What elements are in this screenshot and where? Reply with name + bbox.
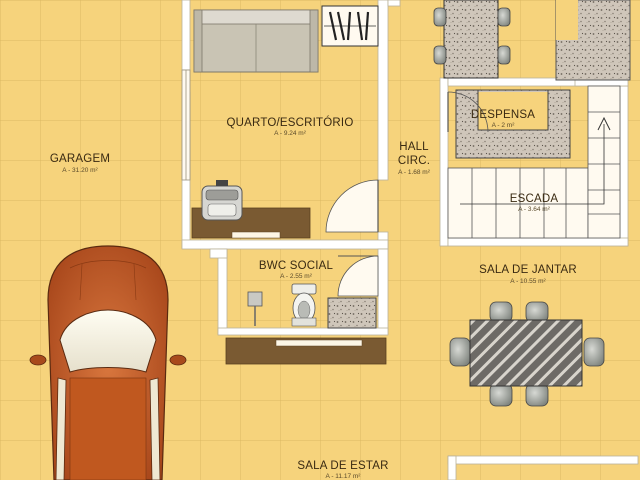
dining-table-icon	[449, 301, 605, 407]
room-name-quarto: QUARTO/ESCRITÓRIO	[227, 116, 354, 129]
quarto-door-icon	[325, 179, 379, 233]
toilet-icon	[291, 283, 317, 327]
room-name-despensa: DESPENSA	[471, 109, 535, 121]
bwc-label: BWC SOCIAL A - 2.55 m²	[259, 260, 334, 280]
escada-label: ESCADA A - 3.64 m²	[510, 193, 559, 213]
breakfast-table-icon	[433, 0, 511, 79]
room-area-sala-estar: A - 11.17 m²	[326, 473, 362, 480]
sala-estar-label: SALA DE ESTAR A - 11.17 m²	[297, 460, 388, 480]
room-area-escada: A - 3.64 m²	[518, 206, 551, 213]
despensa-label: DESPENSA A - 2 m²	[471, 109, 535, 129]
room-area-hall: A - 1.68 m²	[398, 169, 431, 176]
room-area-sala-jantar: A - 10.55 m²	[510, 278, 546, 285]
room-area-garagem: A - 31.20 m²	[62, 167, 98, 174]
hall-label: HALL CIRC. A - 1.68 m²	[398, 141, 431, 176]
wardrobe-icon	[321, 5, 379, 47]
room-name-bwc: BWC SOCIAL	[259, 260, 334, 272]
bwc-door-icon	[337, 255, 379, 297]
room-name-sala-jantar: SALA DE JANTAR	[479, 264, 577, 276]
room-name-escada: ESCADA	[510, 193, 559, 205]
window-icon	[181, 69, 191, 181]
despensa-shelf	[455, 89, 571, 159]
room-area-despensa: A - 2 m²	[492, 122, 516, 129]
despensa-door-icon	[447, 91, 489, 133]
room-area-bwc: A - 2.55 m²	[280, 273, 313, 280]
sofa-icon	[193, 9, 319, 73]
garagem-label: GARAGEM A - 31.20 m²	[50, 153, 110, 174]
quarto-label: QUARTO/ESCRITÓRIO A - 9.24 m²	[227, 116, 354, 137]
room-name-hall-line1: HALL	[399, 141, 429, 153]
sala-jantar-label: SALA DE JANTAR A - 10.55 m²	[479, 264, 577, 285]
room-name-sala-estar: SALA DE ESTAR	[297, 460, 388, 472]
car-icon	[29, 245, 187, 480]
kitchen-counter	[555, 0, 631, 81]
sink-icon	[247, 291, 263, 326]
chair-icon	[201, 180, 243, 221]
shower-icon	[327, 297, 377, 329]
room-name-hall-line2: CIRC.	[398, 155, 430, 167]
room-area-quarto: A - 9.24 m²	[274, 130, 307, 137]
room-name-garagem: GARAGEM	[50, 153, 110, 165]
sideboard-icon	[225, 337, 387, 365]
staircase-icon	[447, 85, 621, 239]
